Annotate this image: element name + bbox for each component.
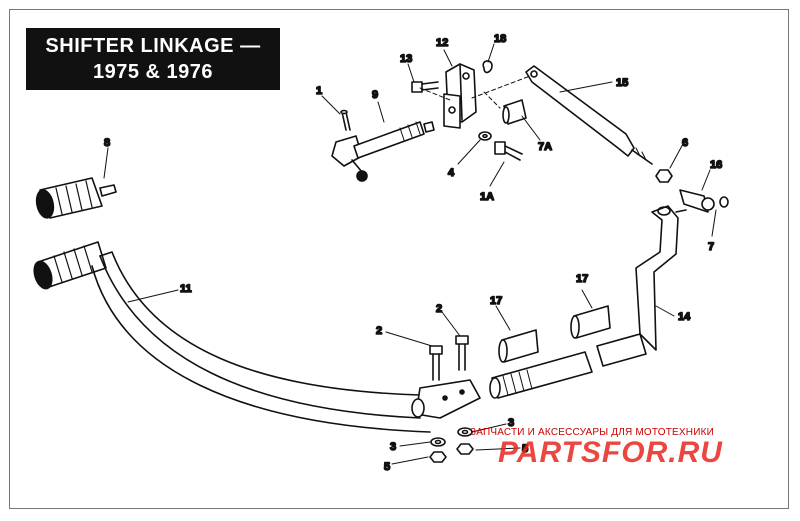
part-16-rod-end: [675, 189, 715, 213]
part-8-shift-rubber: [35, 177, 117, 219]
callout-1a: 1A: [480, 191, 494, 203]
callout-17-right: 17: [576, 273, 588, 285]
leader-lines: [103, 43, 717, 465]
callout-9: 9: [372, 89, 378, 101]
part-3-washers: [430, 427, 473, 447]
part-2-bolts: [429, 335, 469, 381]
callout-14: 14: [678, 311, 691, 323]
part-7-washer: [719, 196, 729, 208]
callout-1: 1: [316, 85, 322, 97]
callout-3-right: 3: [508, 417, 514, 429]
title-line-2: 1975 & 1976: [92, 61, 214, 83]
callout-4: 4: [448, 167, 455, 179]
callout-6: 6: [682, 137, 688, 149]
callout-11: 11: [180, 283, 192, 295]
part-7a-bushing: [502, 99, 527, 125]
callout-7: 7: [708, 241, 714, 253]
part-12-clevis: [443, 63, 477, 129]
callout-2-right: 2: [436, 303, 442, 315]
callout-2-left: 2: [376, 325, 382, 337]
callout-13: 13: [400, 53, 412, 65]
part-11-shift-lever: [33, 241, 481, 433]
callout-17-left: 17: [490, 295, 502, 307]
callout-12: 12: [436, 37, 448, 49]
callout-3-left: 3: [390, 441, 396, 453]
callout-7a: 7A: [538, 141, 552, 153]
part-1-pin: [340, 109, 351, 131]
part-4-washer: [478, 131, 492, 141]
diagram-frame: [9, 9, 789, 509]
watermark-caption: ЗАПЧАСТИ И АКСЕССУАРЫ ДЛЯ МОТОТЕХНИКИ: [470, 427, 715, 438]
part-9-shaft: [331, 121, 435, 182]
part-15-shift-rod: [525, 65, 653, 165]
part-14-lever-arm: [635, 205, 679, 351]
assembly-lines: [419, 75, 531, 109]
watermark: ЗАПЧАСТИ И АКСЕССУАРЫ ДЛЯ МОТОТЕХНИКИ PA…: [470, 427, 790, 470]
part-5-nuts: [429, 443, 474, 463]
callout-5-left: 5: [384, 461, 390, 473]
part-1a-bolt: [494, 141, 523, 161]
callout-18: 18: [494, 33, 506, 45]
part-18-clip: [482, 60, 493, 74]
part-6-nut: [655, 169, 673, 183]
watermark-logo: PARTSFOR.RU: [498, 436, 723, 469]
title-line-1: SHIFTER LINKAGE —: [45, 35, 261, 57]
callout-8: 8: [104, 137, 110, 149]
diagram-title: SHIFTER LINKAGE — 1975 & 1976: [26, 28, 280, 90]
callout-16: 16: [710, 159, 722, 171]
callout-15: 15: [616, 77, 628, 89]
callout-5-right: 5: [522, 443, 528, 455]
part-17-bushings: [498, 305, 611, 363]
shifter-shaft: [489, 333, 647, 399]
part-13-bolt: [411, 81, 439, 93]
